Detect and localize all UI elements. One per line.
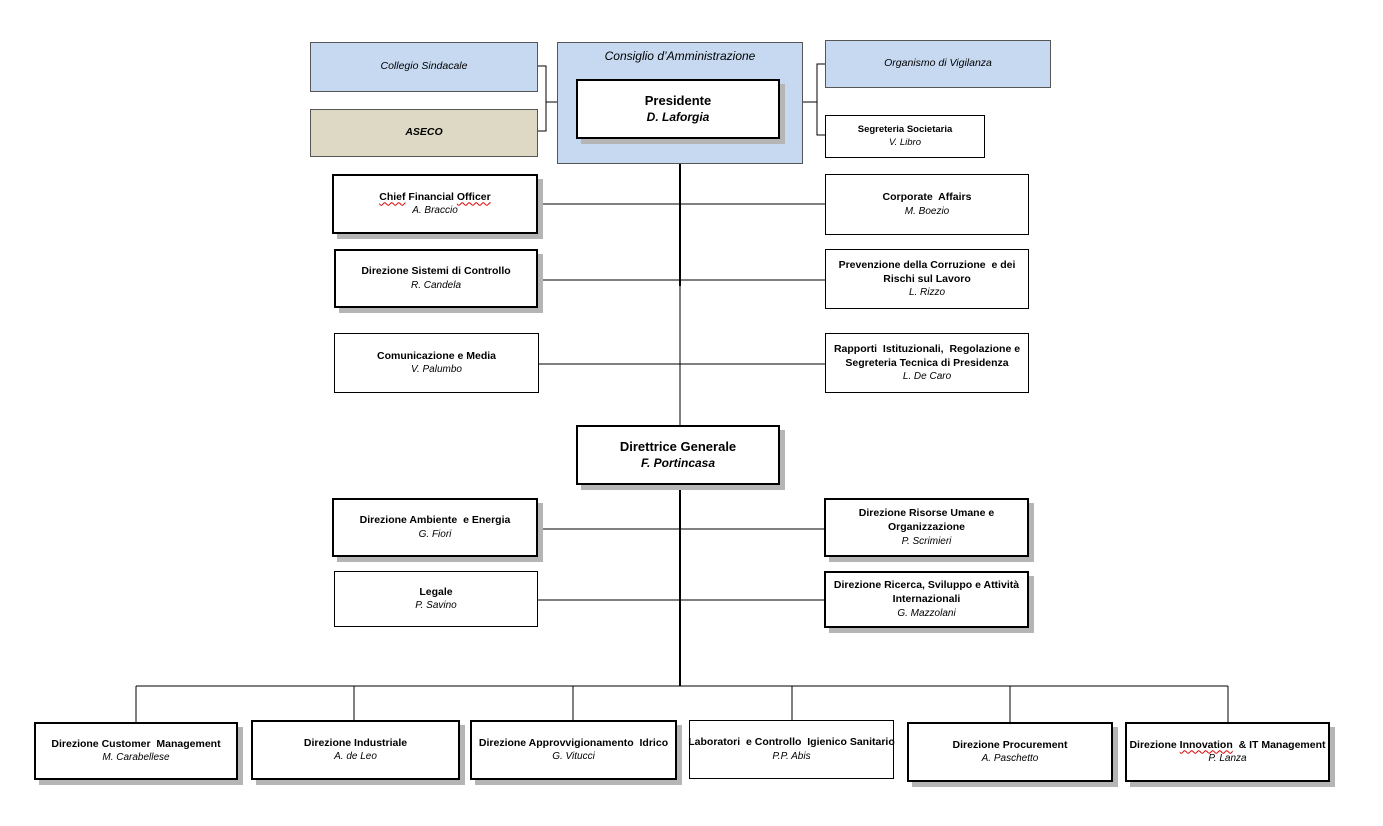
corporate-affairs-title: Corporate Affairs	[882, 191, 972, 204]
industriale-name: A. de Leo	[334, 751, 377, 763]
segreteria-societaria-box: Segreteria Societaria V. Libro	[825, 115, 985, 158]
innovation-it-title: Direzione Innovation & IT Management	[1129, 738, 1326, 751]
prevenzione-corruzione-box: Prevenzione della Corruzione e dei Risch…	[825, 249, 1029, 309]
comunicazione-media-name: V. Palumbo	[411, 364, 462, 376]
laboratori-title: Laboratori e Controllo Igienico Sanitari…	[688, 736, 895, 749]
innovation-it-box: Direzione Innovation & IT Management P. …	[1125, 722, 1330, 782]
segreteria-societaria-name: V. Libro	[888, 136, 922, 148]
ambiente-energia-name: G. Fiori	[418, 528, 452, 540]
procurement-name: A. Paschetto	[981, 753, 1039, 765]
industriale-title: Direzione Industriale	[303, 736, 408, 749]
corporate-affairs-box: Corporate Affairs M. Boezio	[825, 174, 1029, 235]
prevenzione-corruzione-name: L. Rizzo	[908, 287, 946, 299]
risorse-umane-name: P. Scrimieri	[901, 535, 952, 547]
cfo-title: Chief Financial Officer	[379, 190, 491, 203]
director-general-box: Direttrice Generale F. Portincasa	[576, 425, 780, 485]
risorse-umane-title-1: Direzione Risorse Umane e	[858, 507, 995, 520]
sistemi-controllo-name: R. Candela	[410, 279, 462, 291]
legale-box: Legale P. Savino	[334, 571, 538, 627]
board-title: Consiglio d’Amministrazione	[604, 49, 756, 63]
procurement-box: Direzione Procurement A. Paschetto	[907, 722, 1113, 782]
collegio-sindacale-title: Collegio Sindacale	[380, 60, 468, 73]
comunicazione-media-title: Comunicazione e Media	[376, 349, 497, 362]
rapporti-istituzionali-name: L. De Caro	[902, 371, 952, 383]
ricerca-sviluppo-title-2: Internazionali	[892, 593, 961, 605]
laboratori-name: P.P. Abis	[772, 750, 811, 762]
ambiente-energia-box: Direzione Ambiente e Energia G. Fiori	[332, 498, 538, 557]
organismo-vigilanza-box: Organismo di Vigilanza	[825, 40, 1051, 88]
rapporti-istituzionali-box: Rapporti Istituzionali, Regolazione e Se…	[825, 333, 1029, 393]
customer-management-title: Direzione Customer Management	[51, 737, 221, 750]
ricerca-sviluppo-name: G. Mazzolani	[897, 607, 956, 619]
risorse-umane-box: Direzione Risorse Umane e Organizzazione…	[824, 498, 1029, 557]
segreteria-societaria-title: Segreteria Societaria	[857, 124, 953, 136]
procurement-title: Direzione Procurement	[952, 738, 1068, 751]
customer-management-name: M. Carabellese	[102, 752, 170, 764]
industriale-box: Direzione Industriale A. de Leo	[251, 720, 460, 780]
legale-title: Legale	[419, 585, 453, 598]
president-name: D. Laforgia	[646, 109, 710, 124]
director-general-title: Direttrice Generale	[619, 438, 737, 454]
risorse-umane-title-2: Organizzazione	[887, 521, 965, 533]
cfo-name: A. Braccio	[412, 205, 458, 217]
legale-name: P. Savino	[415, 600, 457, 612]
rapporti-istituzionali-title-2: Segreteria Tecnica di Presidenza	[845, 356, 1009, 369]
collegio-sindacale-box: Collegio Sindacale	[310, 42, 538, 92]
president-box: Presidente D. Laforgia	[576, 79, 780, 139]
laboratori-box: Laboratori e Controllo Igienico Sanitari…	[688, 720, 895, 779]
customer-management-box: Direzione Customer Management M. Carabel…	[34, 722, 238, 780]
comunicazione-media-box: Comunicazione e Media V. Palumbo	[334, 333, 539, 393]
corporate-affairs-name: M. Boezio	[904, 205, 950, 217]
approvvigionamento-idrico-box: Direzione Approvvigionamento Idrico G. V…	[470, 720, 677, 780]
president-title: Presidente	[644, 92, 712, 108]
innovation-it-name: P. Lanza	[1208, 753, 1247, 765]
rapporti-istituzionali-title-1: Rapporti Istituzionali, Regolazione e	[833, 342, 1021, 355]
approvvigionamento-idrico-title: Direzione Approvvigionamento Idrico	[478, 736, 669, 749]
prevenzione-corruzione-title-2: Rischi sul Lavoro	[883, 272, 971, 285]
sistemi-controllo-box: Direzione Sistemi di Controllo R. Candel…	[334, 249, 538, 308]
approvvigionamento-idrico-name: G. Vitucci	[552, 751, 595, 763]
director-general-name: F. Portincasa	[640, 455, 716, 470]
cfo-box: Chief Financial Officer A. Braccio	[332, 174, 538, 234]
ricerca-sviluppo-title-1: Direzione Ricerca, Sviluppo e Attività	[833, 579, 1020, 592]
ambiente-energia-title: Direzione Ambiente e Energia	[359, 514, 511, 527]
prevenzione-corruzione-title-1: Prevenzione della Corruzione e dei	[838, 258, 1016, 271]
aseco-title: ASECO	[405, 126, 443, 139]
sistemi-controllo-title: Direzione Sistemi di Controllo	[361, 265, 511, 278]
ricerca-sviluppo-box: Direzione Ricerca, Sviluppo e Attività I…	[824, 571, 1029, 628]
aseco-box: ASECO	[310, 109, 538, 157]
organismo-vigilanza-title: Organismo di Vigilanza	[884, 57, 992, 70]
